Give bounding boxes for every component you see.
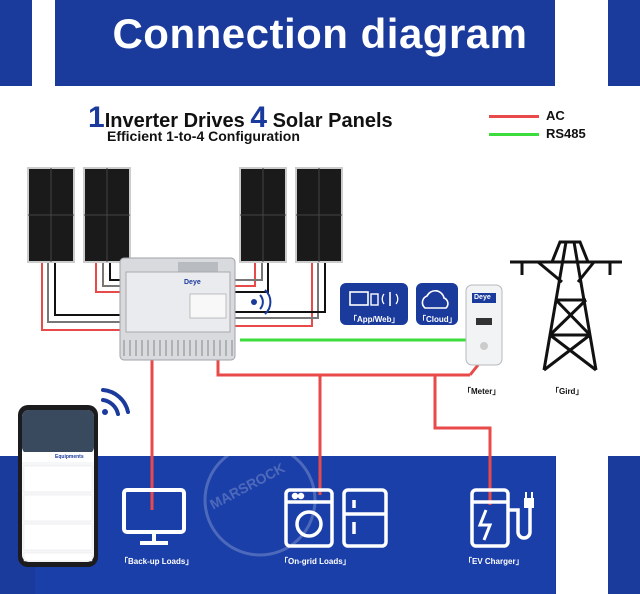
page-title: Connection diagram [112,10,528,57]
solar-panel-3 [239,167,287,263]
fridge-icon [342,488,388,548]
ongrid-loads-label: 「On-grid Loads」 [280,557,351,566]
bottom-band-inner [35,456,555,594]
washer-icon [284,488,334,548]
smartphone [18,405,98,567]
phone-tab-equipments: Equipments [55,454,84,460]
cloud-label: 「Cloud」 [418,315,457,324]
legend-rs485-line [489,133,539,136]
legend-ac-line [489,115,539,118]
energy-meter [465,284,503,366]
solar-panel-1 [27,167,75,263]
subtitle: 1Inverter Drives 4 Solar Panels [88,101,393,135]
subtitle-number-inverters: 1 [88,101,105,134]
cloud-badge [416,283,458,325]
ac-wiring [150,358,492,510]
banner-right-block [608,0,640,86]
app-web-badge [340,283,408,325]
monitor-icon [122,488,186,545]
wifi-icon [101,388,130,416]
watermark-logo [203,443,317,557]
ev-charger-icon [470,488,534,548]
solar-panels [27,167,343,263]
backup-loads-label: 「Back-up Loads」 [120,557,194,566]
app-web-label: 「App/Web」 [349,315,400,324]
tower-icon [510,240,622,372]
banner-left-block [0,0,32,86]
subtitle-line-2: Efficient 1-to-4 Configuration [107,128,300,144]
subtitle-number-panels: 4 [250,101,268,134]
subtitle-text-1: Inverter Drives [104,110,251,132]
bottom-gap [556,456,608,594]
banner-center-block [55,0,555,86]
solar-panel-4 [295,167,343,263]
inverter-signal-icon [251,289,272,315]
grid-label: 「Gird」 [551,387,584,396]
legend-rs485-label: RS485 [546,126,586,141]
meter-brand: Deye [474,294,491,301]
inverter-brand: Deye [184,279,201,286]
solar-panel-2 [83,167,131,263]
ev-charger-label: 「EV Charger」 [464,557,524,566]
meter-label: 「Meter」 [463,387,501,396]
legend-ac-label: AC [546,108,565,123]
subtitle-text-2: Solar Panels [267,110,393,132]
microinverter [119,257,236,361]
